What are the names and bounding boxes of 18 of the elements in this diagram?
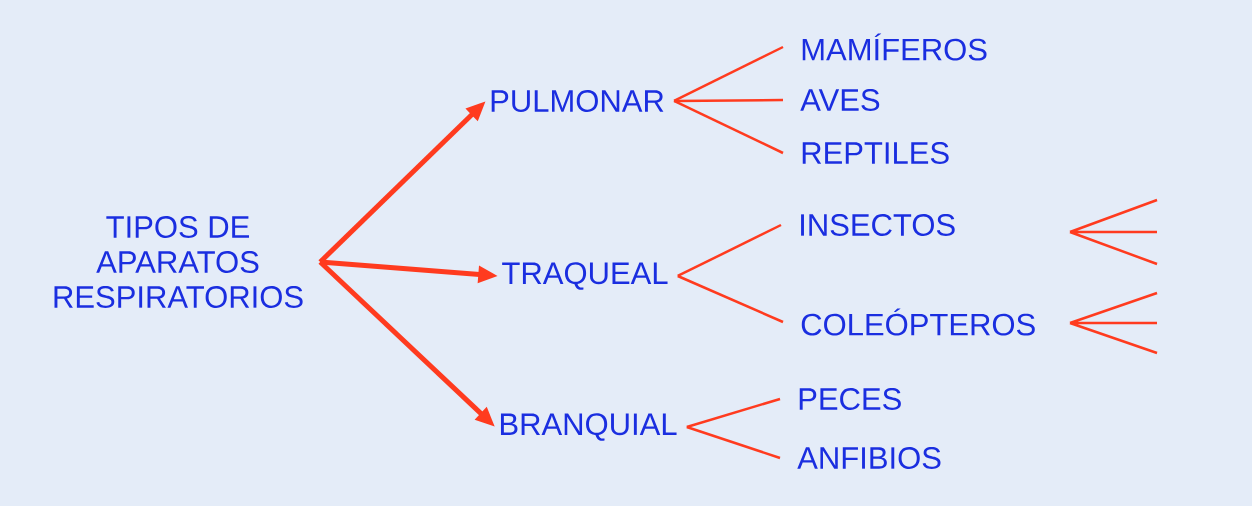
branch-line [677, 223, 782, 278]
group-label: AVES [800, 89, 880, 111]
category-label: PULMONAR [491, 90, 664, 112]
group-label: COLEÓPTEROS [801, 308, 1035, 336]
branch-line [674, 98, 784, 103]
branch-line [673, 99, 784, 155]
group-label: MAMÍFEROS [802, 33, 987, 61]
group-label: INSECTOS [801, 214, 955, 236]
branch-line [686, 425, 781, 460]
branch-line [686, 397, 781, 429]
group-label: PECES [799, 388, 901, 410]
category-label: TRAQUEAL [502, 262, 668, 290]
branch-line [677, 274, 784, 324]
category-label: BRANQUIAL [500, 413, 677, 441]
root-label: TIPOS DE APARATOS RESPIRATORIOS [54, 216, 303, 308]
group-label: REPTILES [802, 142, 949, 164]
group-label: ANFIBIOS [797, 447, 941, 469]
branch-line [673, 45, 784, 103]
